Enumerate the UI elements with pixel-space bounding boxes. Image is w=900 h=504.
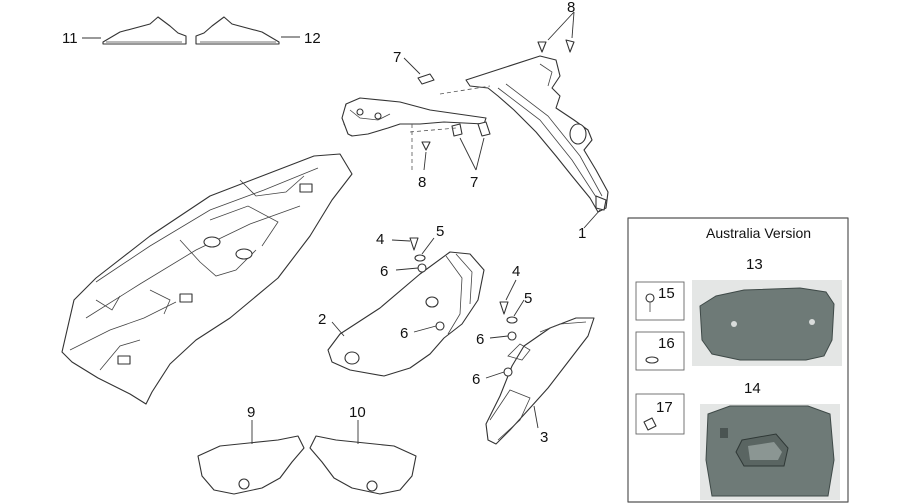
callout-14: 14 xyxy=(744,380,761,397)
callout-10: 10 xyxy=(349,404,366,421)
part-15-screw-box: 15 xyxy=(635,281,685,321)
part-11-side-plate xyxy=(102,16,187,45)
callout-8-top: 8 xyxy=(567,0,575,16)
part-13-cover-photo xyxy=(692,280,842,366)
callout-7-bottom: 7 xyxy=(470,174,478,191)
australia-version-inset: Australia Version 13 14 15 16 xyxy=(627,217,849,503)
callout-17: 17 xyxy=(656,399,673,416)
callout-1: 1 xyxy=(578,225,586,242)
callout-6-left-bottom: 6 xyxy=(400,325,408,342)
fasteners-top xyxy=(417,39,575,151)
part-17-nut-box: 17 xyxy=(635,393,685,435)
callout-5-left: 5 xyxy=(436,223,444,240)
callout-9: 9 xyxy=(247,404,255,421)
part-16-washer-box: 16 xyxy=(635,331,685,371)
hardware-screws-washers xyxy=(409,237,518,377)
callout-16: 16 xyxy=(658,335,675,352)
part-1-rear-bracket xyxy=(465,55,609,213)
part-12-side-plate xyxy=(195,16,280,45)
part-3-side-cover xyxy=(485,317,595,445)
callout-6-left-top: 6 xyxy=(380,263,388,280)
callout-3: 3 xyxy=(540,429,548,446)
callout-12: 12 xyxy=(304,30,321,47)
part-10-lower-plate xyxy=(309,435,417,495)
part-9-lower-plate xyxy=(197,435,305,495)
callout-7-top: 7 xyxy=(393,49,401,66)
callout-6-right-bottom: 6 xyxy=(472,371,480,388)
callout-6-right-top: 6 xyxy=(476,331,484,348)
callout-4-left: 4 xyxy=(376,231,384,248)
callout-13: 13 xyxy=(746,256,763,273)
frame-bracket xyxy=(341,97,487,137)
callout-15: 15 xyxy=(658,285,675,302)
part-14-cover-photo xyxy=(700,404,840,500)
rear-undertray xyxy=(61,153,353,405)
callout-5-right: 5 xyxy=(524,290,532,307)
part-2-side-cover xyxy=(327,251,485,377)
callout-8-bottom: 8 xyxy=(418,174,426,191)
callout-2: 2 xyxy=(318,311,326,328)
callout-11: 11 xyxy=(62,30,78,47)
callout-4-right: 4 xyxy=(512,263,520,280)
inset-title: Australia Version xyxy=(706,225,811,241)
